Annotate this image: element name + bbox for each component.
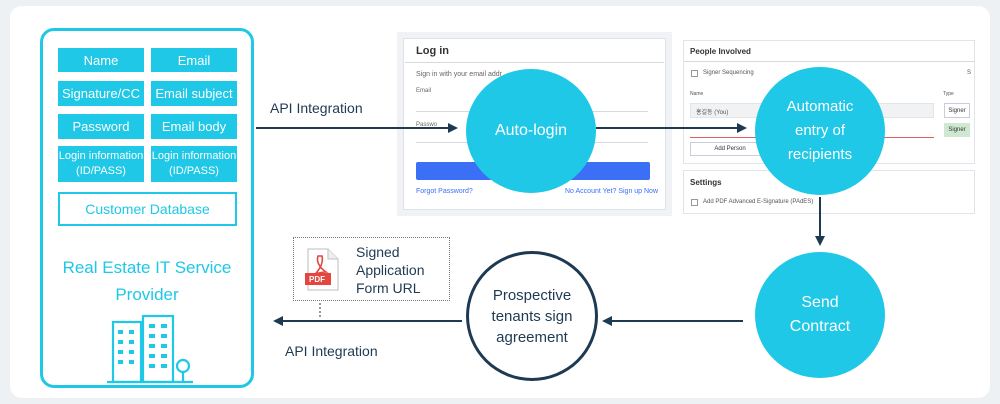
- signer-sequencing-label: Signer Sequencing: [703, 70, 754, 76]
- send-contract-circle: Send Contract: [755, 252, 885, 378]
- automatic-entry-line1: Automatic: [786, 98, 854, 115]
- auto-login-label: Auto-login: [494, 122, 568, 139]
- note-connector: [319, 303, 321, 317]
- provider-title-line2: Provider: [115, 285, 179, 304]
- people-involved-title: People Involved: [690, 47, 751, 56]
- field-password: Password: [58, 114, 144, 139]
- recipient-name: 홍길동 (You): [696, 110, 729, 116]
- field-login-info-left: Login information (ID/PASS): [58, 146, 144, 182]
- tenants-line2: tenants sign: [491, 307, 573, 325]
- pades-label: Add PDF Advanced E-Signature (PAdES): [703, 199, 814, 205]
- field-signature-cc: Signature/CC: [58, 81, 144, 106]
- signed-line1: Signed: [356, 244, 400, 260]
- pdf-badge: PDF: [309, 274, 325, 284]
- signup-link[interactable]: No Account Yet? Sign up Now: [565, 188, 659, 195]
- signer-sequencing-checkbox[interactable]: [691, 70, 698, 77]
- field-login-info-right: Login information (ID/PASS): [151, 146, 237, 182]
- automatic-entry-line2: entry of: [794, 122, 846, 139]
- field-name: Name: [58, 48, 144, 72]
- signed-line3: Form URL: [356, 280, 421, 296]
- tenants-sign-circle: Prospective tenants sign agreement: [466, 251, 598, 381]
- automatic-entry-circle: Automatic entry of recipients: [755, 67, 885, 195]
- settings-title: Settings: [690, 178, 722, 187]
- tenants-line3: agreement: [496, 328, 568, 346]
- email-label: Email: [416, 88, 432, 94]
- send-contract-line2: Contract: [789, 318, 851, 335]
- forgot-password-link[interactable]: Forgot Password?: [416, 188, 473, 195]
- buildings-icon: [107, 314, 193, 384]
- automatic-entry-line3: recipients: [787, 146, 853, 163]
- people-extra-label: S: [967, 70, 972, 76]
- api-integration-bottom-label: API Integration: [285, 343, 378, 359]
- login-divider: [405, 62, 664, 63]
- customer-database: Customer Database: [58, 192, 237, 226]
- password-label: Passwo: [416, 122, 438, 128]
- signer-type-2[interactable]: Signer: [944, 123, 970, 137]
- name-header: Name: [690, 91, 704, 97]
- pdf-file-icon: [305, 248, 339, 291]
- auto-login-circle: Auto-login: [466, 69, 596, 193]
- field-email: Email: [151, 48, 237, 72]
- field-email-body: Email body: [151, 114, 237, 139]
- send-contract-line1: Send: [801, 294, 839, 311]
- provider-title-line1: Real Estate IT Service: [62, 258, 232, 277]
- signer-type-1[interactable]: Signer: [944, 103, 970, 118]
- field-email-subject: Email subject: [151, 81, 237, 106]
- type-header: Type: [943, 91, 954, 97]
- api-integration-top-label: API Integration: [270, 100, 363, 116]
- login-title: Log in: [416, 45, 449, 57]
- people-divider: [684, 61, 974, 62]
- signed-line2: Application: [356, 262, 425, 278]
- login-subtitle: Sign in with your email addr: [416, 71, 502, 78]
- tenants-line1: Prospective: [492, 286, 572, 304]
- pades-checkbox[interactable]: [691, 199, 698, 206]
